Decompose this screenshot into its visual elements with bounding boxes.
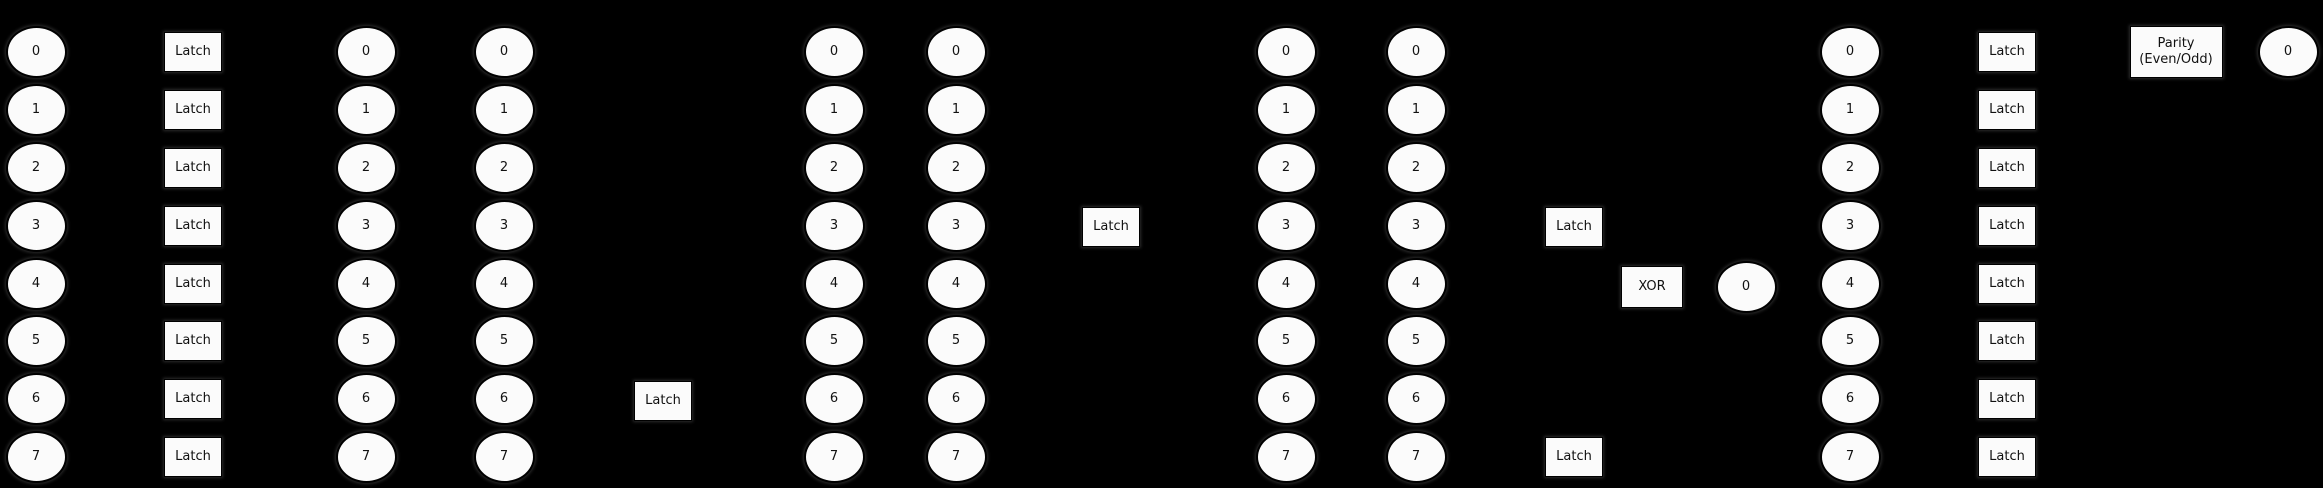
bit-column-4-bit-7: 7 [803, 431, 865, 483]
bit-column-8-bit-3: 3 [1819, 200, 1881, 252]
bit-column-4-bit-2: 2 [803, 142, 865, 194]
bit-column-5-bit-1: 1 [925, 84, 987, 136]
bit-column-7-bit-3: 3 [1385, 200, 1447, 252]
bit-column-4-bit-3: 3 [803, 200, 865, 252]
bit-column-7-bit-1: 1 [1385, 84, 1447, 136]
bit-column-3-bit-4: 4 [473, 258, 535, 310]
bit-column-7-bit-6: 6 [1385, 373, 1447, 425]
bit-column-6-bit-0: 0 [1255, 26, 1317, 78]
latch-stage-row6: Latch [634, 381, 692, 421]
bit-column-7-bit-2: 2 [1385, 142, 1447, 194]
bit-column-5-bit-6: 6 [925, 373, 987, 425]
xor-output-bit: 0 [1715, 261, 1777, 313]
bit-column-5-bit-7: 7 [925, 431, 987, 483]
bit-column-8-bit-6: 6 [1819, 373, 1881, 425]
latch-column-2-latch-6: Latch [1978, 379, 2036, 419]
latch-column-1-latch-6: Latch [164, 379, 222, 419]
bit-column-4-bit-5: 5 [803, 315, 865, 367]
bit-column-7-bit-7: 7 [1385, 431, 1447, 483]
latch-column-2-latch-0: Latch [1978, 32, 2036, 72]
bit-column-2-bit-4: 4 [335, 258, 397, 310]
bit-column-6-bit-3: 3 [1255, 200, 1317, 252]
bit-column-3-bit-5: 5 [473, 315, 535, 367]
bit-column-4-bit-4: 4 [803, 258, 865, 310]
latch-column-1-latch-7: Latch [164, 437, 222, 477]
latch-stage-row3-b: Latch [1545, 207, 1603, 247]
bit-column-5-bit-5: 5 [925, 315, 987, 367]
input-bit-column-bit-1: 1 [5, 84, 67, 136]
bit-column-4-bit-1: 1 [803, 84, 865, 136]
latch-column-1-latch-5: Latch [164, 321, 222, 361]
input-bit-column-bit-0: 0 [5, 26, 67, 78]
latch-column-1-latch-0: Latch [164, 32, 222, 72]
bit-column-5-bit-3: 3 [925, 200, 987, 252]
bit-column-3-bit-2: 2 [473, 142, 535, 194]
bit-column-6-bit-7: 7 [1255, 431, 1317, 483]
latch-column-2-latch-7: Latch [1978, 437, 2036, 477]
bit-column-7-bit-5: 5 [1385, 315, 1447, 367]
bit-column-3-bit-3: 3 [473, 200, 535, 252]
input-bit-column-bit-4: 4 [5, 258, 67, 310]
bit-column-8-bit-4: 4 [1819, 258, 1881, 310]
latch-column-1-latch-1: Latch [164, 90, 222, 130]
bit-column-5-bit-4: 4 [925, 258, 987, 310]
bit-column-7-bit-0: 0 [1385, 26, 1447, 78]
latch-column-2-latch-5: Latch [1978, 321, 2036, 361]
bit-column-4-bit-0: 0 [803, 26, 865, 78]
input-bit-column-bit-5: 5 [5, 315, 67, 367]
latch-stage-row3-a: Latch [1082, 207, 1140, 247]
bit-column-8-bit-0: 0 [1819, 26, 1881, 78]
bit-column-2-bit-3: 3 [335, 200, 397, 252]
parity-output-bit: 0 [2257, 26, 2319, 78]
bit-column-2-bit-0: 0 [335, 26, 397, 78]
bit-column-8-bit-5: 5 [1819, 315, 1881, 367]
bit-column-6-bit-2: 2 [1255, 142, 1317, 194]
bit-column-5-bit-0: 0 [925, 26, 987, 78]
latch-column-1-latch-2: Latch [164, 148, 222, 188]
bit-column-2-bit-1: 1 [335, 84, 397, 136]
bit-column-7-bit-4: 4 [1385, 258, 1447, 310]
latch-column-1-latch-4: Latch [164, 264, 222, 304]
latch-column-1-latch-3: Latch [164, 206, 222, 246]
bit-column-3-bit-7: 7 [473, 431, 535, 483]
bit-column-3-bit-0: 0 [473, 26, 535, 78]
bit-column-8-bit-1: 1 [1819, 84, 1881, 136]
latch-column-2-latch-3: Latch [1978, 206, 2036, 246]
latch-column-2-latch-2: Latch [1978, 148, 2036, 188]
parity-node: Parity (Even/Odd) [2129, 26, 2223, 78]
bit-column-6-bit-1: 1 [1255, 84, 1317, 136]
input-bit-column-bit-3: 3 [5, 200, 67, 252]
latch-column-2-latch-4: Latch [1978, 264, 2036, 304]
input-bit-column-bit-6: 6 [5, 373, 67, 425]
bit-column-2-bit-6: 6 [335, 373, 397, 425]
latch-column-2-latch-1: Latch [1978, 90, 2036, 130]
bit-column-6-bit-5: 5 [1255, 315, 1317, 367]
bit-column-6-bit-4: 4 [1255, 258, 1317, 310]
bit-column-8-bit-7: 7 [1819, 431, 1881, 483]
bit-column-3-bit-1: 1 [473, 84, 535, 136]
bit-column-6-bit-6: 6 [1255, 373, 1317, 425]
bit-column-2-bit-5: 5 [335, 315, 397, 367]
bit-column-2-bit-7: 7 [335, 431, 397, 483]
xor-gate: XOR [1621, 266, 1683, 308]
bit-column-2-bit-2: 2 [335, 142, 397, 194]
bit-column-8-bit-2: 2 [1819, 142, 1881, 194]
bit-column-3-bit-6: 6 [473, 373, 535, 425]
input-bit-column-bit-7: 7 [5, 431, 67, 483]
bit-column-5-bit-2: 2 [925, 142, 987, 194]
input-bit-column-bit-2: 2 [5, 142, 67, 194]
latch-stage-row7: Latch [1545, 437, 1603, 477]
bit-column-4-bit-6: 6 [803, 373, 865, 425]
